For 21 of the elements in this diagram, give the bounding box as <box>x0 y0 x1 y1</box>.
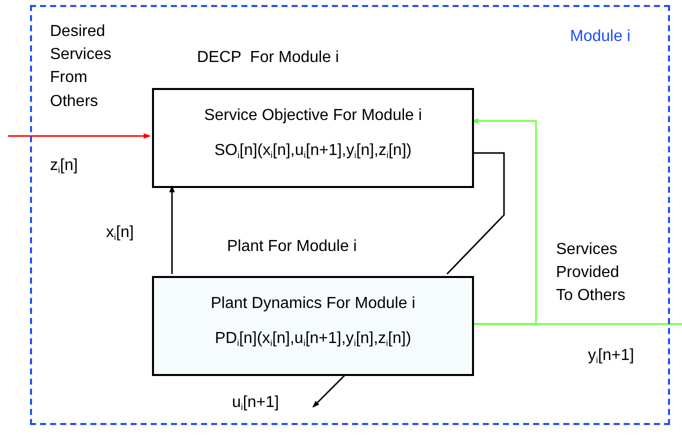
formula: PD$_{i}$[n](x$_{i}$[n],u$_{i}$[n+1],y$_{i}$[n],z$_{i}$[n]) <box>214 329 412 348</box>
process-box <box>152 88 474 188</box>
signal-label: Services Provided To Others <box>556 240 626 306</box>
box-title: Plant Dynamics For Module i <box>210 294 416 314</box>
module-boundary <box>30 5 670 425</box>
signal-label: y$_{i}$[n+1] <box>588 346 634 366</box>
signal-label: u$_{i}$[n+1] <box>232 393 279 412</box>
signal-label: z$_{i}$[n] <box>50 156 78 176</box>
arrow <box>169 185 175 274</box>
signal-label: x$_{i}$[n] <box>106 223 134 242</box>
module-title: Module i <box>570 27 630 46</box>
process-box <box>152 276 474 376</box>
section-heading: Plant For Module i <box>227 237 357 256</box>
arrow <box>471 118 537 325</box>
arrow <box>8 133 151 139</box>
connector-line <box>446 152 505 275</box>
section-heading: DECP For Module i <box>197 48 339 68</box>
box-title: Service Objective For Module i <box>203 106 423 126</box>
signal-label: Desired Services From Others <box>50 22 112 112</box>
formula: SO$_{i}$[n](x$_{i}$[n],u$_{i}$[n+1],y$_{i}$[n],z$_{i}$[n]) <box>213 141 413 160</box>
connector-line <box>472 323 682 325</box>
